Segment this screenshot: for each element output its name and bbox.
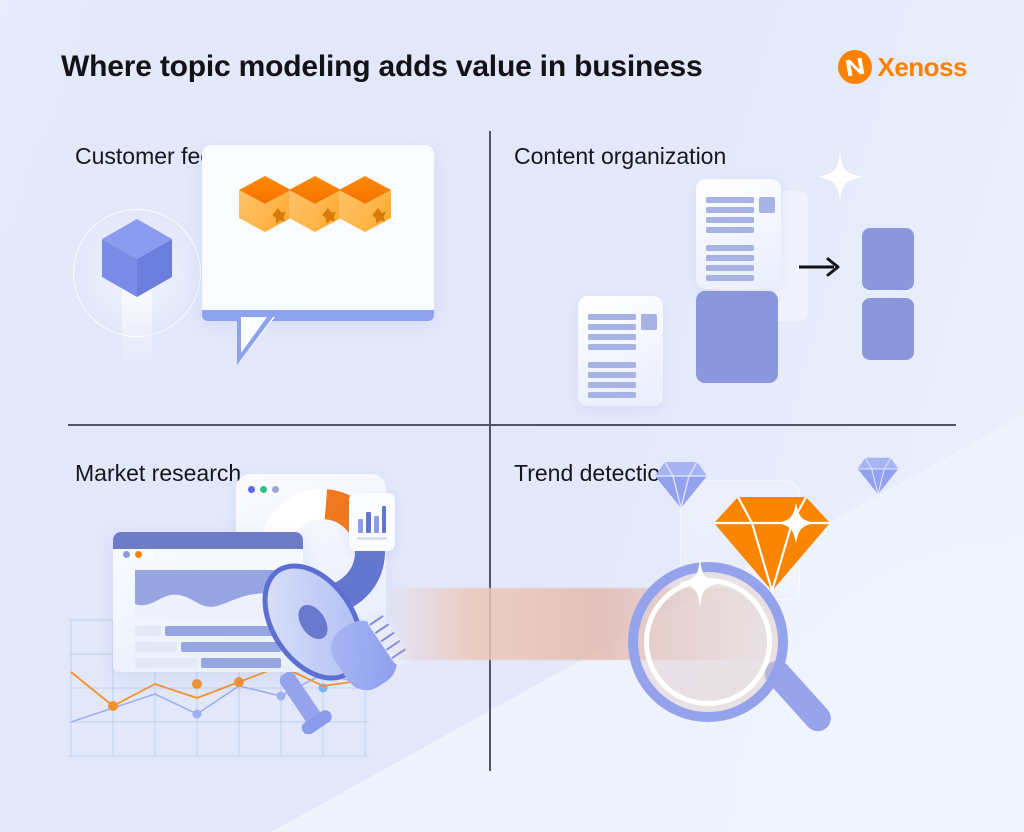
- browser-dot: [135, 551, 142, 558]
- gem-large-icon: [714, 496, 830, 592]
- area-chart: [135, 570, 283, 618]
- content-line-muted: [135, 658, 197, 668]
- document-card-top: [696, 179, 781, 289]
- document-line: [588, 392, 636, 398]
- illustration-market-research: [61, 448, 481, 768]
- speech-bubble-front-tail-outline: [237, 317, 273, 365]
- divider-horizontal: [68, 424, 956, 426]
- content-line-muted: [135, 626, 161, 636]
- output-block-top: [862, 228, 914, 290]
- brand-name: Xenoss: [877, 51, 968, 82]
- document-line: [706, 265, 754, 271]
- content-line-muted: [135, 642, 177, 652]
- brand-logo: Xenoss: [837, 50, 968, 84]
- document-line: [706, 245, 754, 251]
- document-line: [706, 275, 754, 281]
- divider-vertical: [489, 131, 491, 771]
- megaphone-icon: [262, 563, 410, 734]
- document-line: [706, 197, 754, 203]
- star-rating-cubes: [239, 176, 391, 232]
- isometric-cube-icon: [102, 219, 172, 297]
- document-line: [706, 255, 754, 261]
- gem-sparkle: [777, 503, 815, 543]
- content-line: [181, 642, 281, 652]
- document-line: [706, 207, 754, 213]
- content-line: [165, 626, 281, 636]
- content-line: [201, 658, 281, 668]
- document-line: [588, 382, 636, 388]
- speech-bubble-front-underline: [202, 310, 434, 321]
- browser-dot: [147, 551, 154, 558]
- document-thumbnail: [759, 197, 775, 213]
- browser-titlebar: [113, 532, 303, 549]
- panel-dot: [248, 486, 255, 493]
- panel-dot: [260, 486, 267, 493]
- gem-small-right-icon: [857, 457, 899, 495]
- xenoss-logo-mark-icon: [837, 50, 872, 84]
- content-block-large: [696, 291, 778, 383]
- arrow-right-icon: [799, 257, 840, 277]
- illustration-content-organization: [500, 131, 970, 421]
- quadrant-title-trend-detection: Trend detection: [514, 460, 673, 486]
- document-line: [588, 314, 636, 320]
- document-line: [588, 362, 636, 368]
- magnifier-lens: [628, 562, 788, 722]
- illustration-trend-detection: [385, 448, 970, 768]
- quadrant-content-organization: Content organization: [500, 131, 970, 421]
- quadrant-title-market-research: Market research: [75, 460, 242, 486]
- panel-dot: [272, 486, 279, 493]
- document-thumbnail: [641, 314, 657, 330]
- bar-chart-icon: [358, 506, 386, 533]
- sparkle-icon: [818, 151, 862, 203]
- browser-dot: [123, 551, 130, 558]
- quadrant-title-content-organization: Content organization: [514, 143, 727, 169]
- gem-small-left-icon: [655, 461, 707, 509]
- document-line: [588, 334, 636, 340]
- document-card-bottom: [578, 296, 663, 406]
- document-line: [706, 217, 754, 223]
- quadrant-trend-detection: Trend detection: [385, 448, 970, 768]
- bar-chart-card: [349, 493, 395, 551]
- document-line: [588, 372, 636, 378]
- bar-chart-card-line: [357, 537, 387, 540]
- lens-sparkle-icon: [678, 558, 722, 608]
- speech-bubble-front: [202, 145, 434, 317]
- document-line: [588, 324, 636, 330]
- quadrant-market-research: Market research: [61, 448, 481, 768]
- document-line: [706, 227, 754, 233]
- quadrant-customer-feedback-analysis: Customer feedback analysis: [61, 131, 481, 421]
- page-title: Where topic modeling adds value in busin…: [61, 50, 703, 83]
- document-line: [588, 344, 636, 350]
- output-block-bottom: [862, 298, 914, 360]
- illustration-customer-feedback-analysis: [61, 131, 481, 421]
